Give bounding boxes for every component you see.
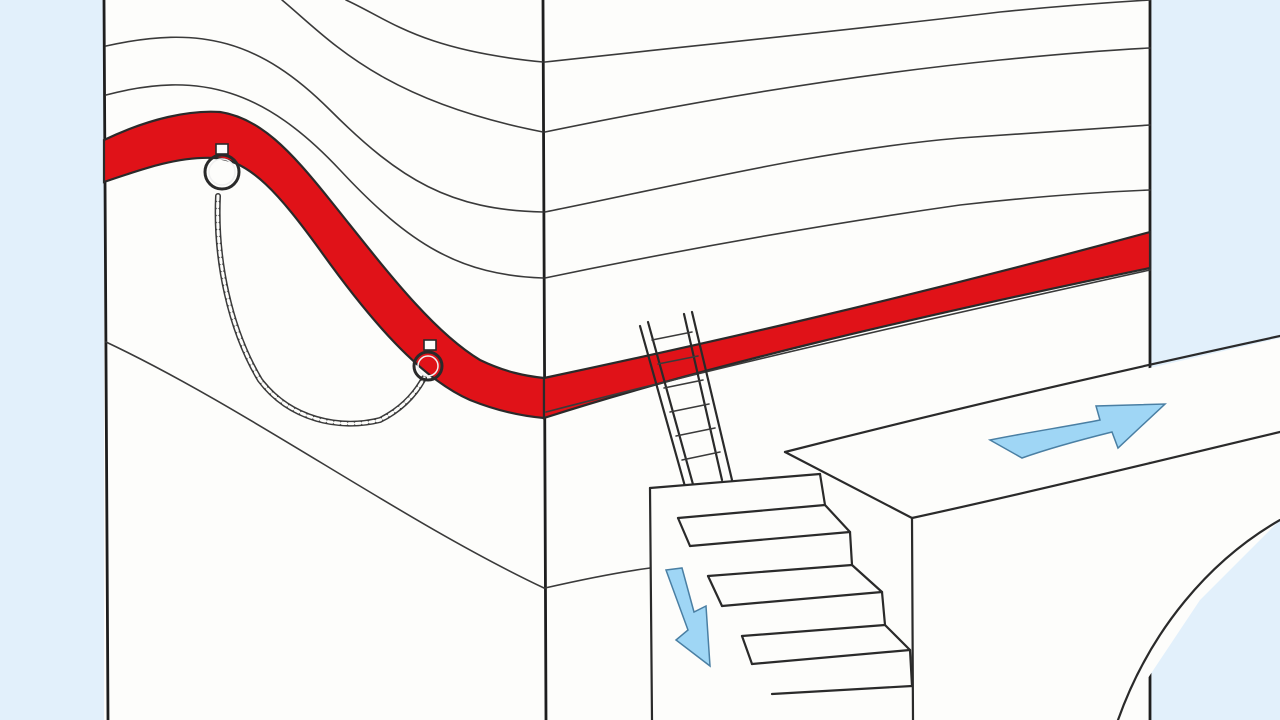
- illustration-canvas: [0, 0, 1280, 720]
